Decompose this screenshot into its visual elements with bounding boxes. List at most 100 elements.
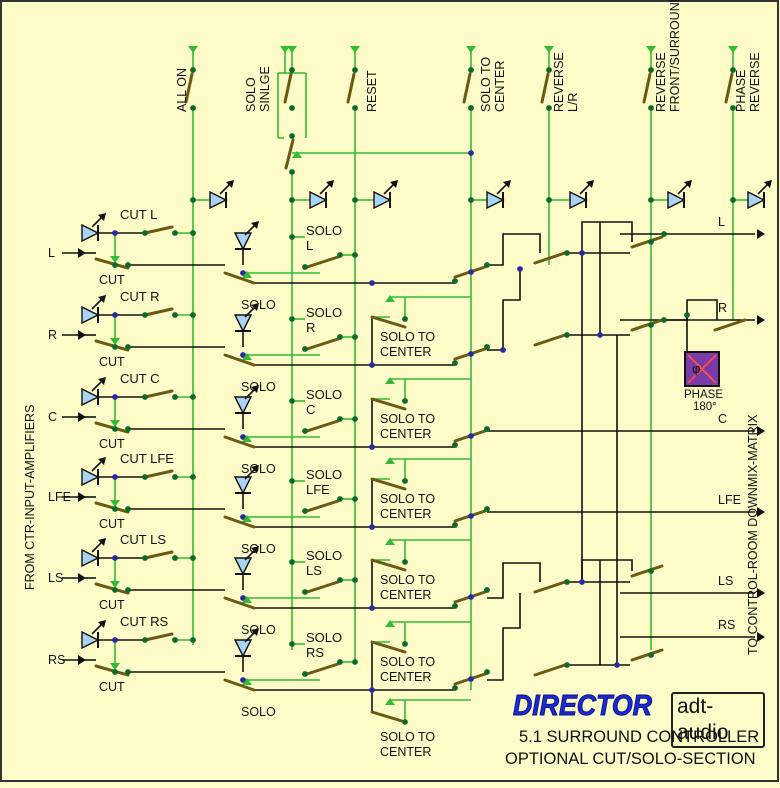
junction-dot bbox=[452, 360, 458, 366]
arrow-head bbox=[78, 248, 86, 258]
junction-dot bbox=[730, 197, 736, 203]
label-line: CUT bbox=[99, 437, 125, 451]
junction-dot bbox=[369, 444, 375, 450]
label-line: C bbox=[48, 410, 57, 424]
solo-led-icon bbox=[233, 546, 259, 576]
front-surround-arm bbox=[630, 648, 664, 662]
arrow-head bbox=[385, 295, 395, 302]
junction-dot bbox=[546, 197, 552, 203]
junction-dot bbox=[352, 197, 358, 203]
label-line: REVERSE bbox=[748, 52, 762, 112]
label-line: SOLO bbox=[241, 462, 276, 476]
indicator-led-icon bbox=[667, 180, 692, 210]
junction-dot bbox=[289, 234, 295, 240]
junction-dot bbox=[648, 322, 654, 328]
indicator-led-icon bbox=[747, 180, 772, 210]
switch-pole bbox=[730, 67, 736, 73]
junction-dot bbox=[289, 169, 295, 175]
top-switch-label: REVERSEL/R bbox=[552, 52, 580, 112]
led-body bbox=[373, 190, 392, 210]
junction-dot bbox=[302, 346, 308, 352]
junction-dot bbox=[240, 270, 246, 276]
front-surround-arm bbox=[630, 235, 664, 249]
junction-dot bbox=[240, 595, 246, 601]
label-line: SOLO TO bbox=[380, 655, 435, 669]
label-line: CENTER bbox=[380, 507, 431, 521]
junction-dot bbox=[112, 669, 118, 675]
junction-dot bbox=[648, 568, 654, 574]
arrow-head bbox=[757, 315, 765, 325]
junction-dot bbox=[302, 671, 308, 677]
junction-dot bbox=[112, 555, 118, 561]
junction-dot bbox=[468, 676, 474, 682]
junction-dot bbox=[112, 426, 118, 432]
top-switch-arm bbox=[346, 72, 356, 104]
solo-led-icon bbox=[233, 303, 259, 333]
solo-button-arm bbox=[305, 580, 340, 594]
feed-arrow bbox=[350, 46, 360, 53]
junction-dot bbox=[369, 280, 375, 286]
led-ray-head bbox=[98, 457, 106, 465]
junction-dot bbox=[402, 719, 408, 725]
junction-dot bbox=[125, 669, 131, 675]
junction-dot bbox=[352, 577, 358, 583]
input-label: R bbox=[48, 328, 57, 342]
junction-dot bbox=[452, 603, 458, 609]
cut-contact-label: CUT bbox=[99, 437, 125, 451]
led-ray-head bbox=[251, 221, 259, 229]
switch-pole bbox=[468, 67, 474, 73]
solo-switch-arm bbox=[223, 435, 256, 449]
cut-label: CUT C bbox=[120, 371, 159, 386]
cut-contact-label: CUT bbox=[99, 598, 125, 612]
solo-to-center-arm bbox=[370, 315, 407, 329]
cut-switch-arm bbox=[94, 257, 130, 270]
junction-dot bbox=[352, 496, 358, 502]
label-line: LS bbox=[48, 571, 63, 585]
cut-led-icon bbox=[81, 620, 106, 650]
label-line: PHASE bbox=[684, 389, 723, 401]
junction-dot bbox=[142, 312, 148, 318]
label-line: SOLO bbox=[306, 223, 342, 238]
label-line: R bbox=[718, 301, 727, 315]
label-line: LFE bbox=[48, 490, 71, 504]
arrow-head bbox=[757, 632, 765, 642]
input-label: LFE bbox=[48, 490, 71, 504]
junction-dot bbox=[369, 362, 375, 368]
led-ray-head bbox=[251, 628, 259, 636]
arrow-head bbox=[78, 330, 86, 340]
right-caption: TO CONTROL-ROOM DOWNMIX-MATRIX bbox=[746, 414, 760, 655]
wire bbox=[581, 559, 633, 582]
junction-dot bbox=[112, 474, 118, 480]
wire bbox=[487, 233, 541, 266]
arrow-head bbox=[242, 271, 252, 278]
reverse-switch-arm bbox=[533, 251, 567, 265]
junction-dot bbox=[452, 522, 458, 528]
label-line: CUT bbox=[99, 517, 125, 531]
led-body bbox=[81, 548, 100, 568]
output-label: R bbox=[718, 301, 727, 315]
cut-led-icon bbox=[81, 538, 106, 568]
label-line: FROM CTR-INPUT-AMPLIFIERS bbox=[23, 405, 37, 590]
label-line: L bbox=[48, 246, 55, 260]
solo-contact-label: SOLO bbox=[241, 542, 276, 556]
label-line: ALL ON bbox=[175, 68, 189, 112]
junction-dot bbox=[337, 334, 343, 340]
junction-dot bbox=[352, 252, 358, 258]
solo-button-arm bbox=[305, 662, 340, 676]
junction-dot bbox=[648, 197, 654, 203]
cut-label: CUT R bbox=[120, 289, 159, 304]
top-switch-arm bbox=[642, 72, 652, 104]
top-switch-arm bbox=[283, 72, 293, 104]
junction-dot bbox=[125, 426, 131, 432]
junction-dot bbox=[240, 677, 246, 683]
top-switch-arm bbox=[184, 72, 194, 104]
led-body bbox=[233, 232, 253, 251]
label-line: CENTER bbox=[380, 427, 431, 441]
junction-dot bbox=[289, 559, 295, 565]
